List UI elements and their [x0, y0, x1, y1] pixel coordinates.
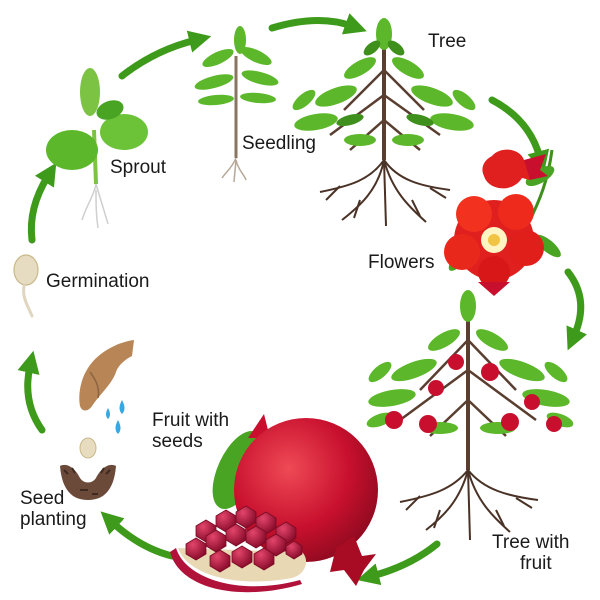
- label-seed-planting-line2: planting: [20, 509, 87, 530]
- label-fruit-with-seeds-line2: seeds: [152, 431, 203, 452]
- fruit-with-seeds-icon: [170, 414, 378, 593]
- label-tree: Tree: [428, 31, 467, 52]
- label-seed-planting-line1: Seed: [20, 488, 65, 509]
- flower-bud-icon: [482, 149, 548, 189]
- label-fruit-with-seeds-line1: Fruit with: [152, 410, 230, 431]
- tree-icon: [292, 18, 476, 227]
- flowers-icon: [444, 149, 561, 296]
- soil-mound-icon: [60, 464, 116, 500]
- arrow-sprout-to-seedling: [118, 30, 212, 80]
- arrow-fruit-to-planting: [100, 511, 176, 560]
- label-tree-with-fruit-line2: fruit: [520, 553, 552, 574]
- arrow-tree-to-flowers: [488, 96, 550, 174]
- arrow-germination-to-sprout: [27, 162, 57, 244]
- hand-icon: [79, 340, 134, 411]
- label-fruit-with-seeds: Fruit with seeds: [152, 410, 229, 452]
- cycle-arrows: [17, 13, 587, 586]
- open-flower-icon: [444, 194, 544, 296]
- seedling-icon: [194, 26, 279, 183]
- arrow-tree-fruit-to-fruit: [356, 540, 441, 586]
- cut-fruit-icon: [170, 505, 307, 593]
- label-seed-planting: Seed planting: [20, 488, 87, 530]
- tree-with-fruit-icon: [366, 290, 574, 541]
- label-flowers: Flowers: [368, 252, 435, 273]
- arrow-seedling-to-tree: [268, 13, 367, 35]
- arrow-planting-to-germination: [17, 350, 46, 434]
- germinating-seed-icon: [13, 254, 39, 318]
- arrow-flowers-to-tree-fruit: [564, 268, 587, 351]
- label-germination: Germination: [46, 271, 150, 292]
- label-tree-with-fruit: Tree with fruit: [492, 532, 569, 574]
- planted-seed-icon: [79, 437, 97, 459]
- label-tree-with-fruit-line1: Tree with: [492, 532, 570, 553]
- label-sprout: Sprout: [110, 157, 166, 178]
- label-seedling: Seedling: [242, 133, 316, 154]
- water-drops-icon: [106, 400, 125, 434]
- sprout-icon: [46, 68, 148, 229]
